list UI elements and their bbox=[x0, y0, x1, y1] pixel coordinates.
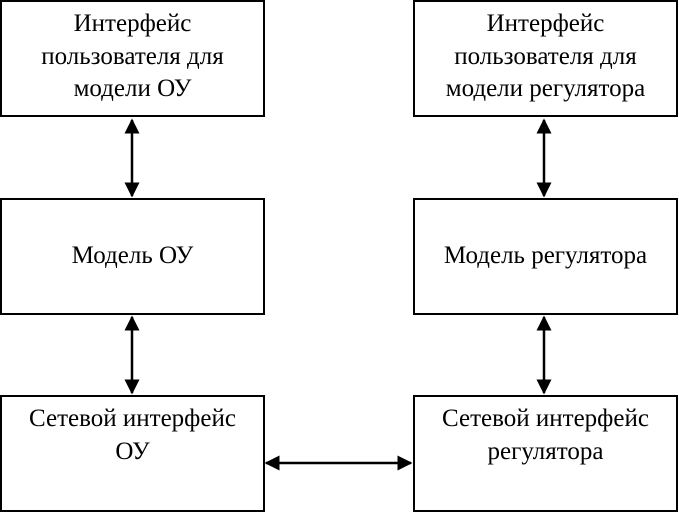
plant-ui-box: Интерфейс пользователя для модели ОУ bbox=[0, 0, 265, 117]
controller-net-box: Сетевой интерфейс регулятора bbox=[413, 395, 678, 512]
plant-model-box: Модель ОУ bbox=[0, 198, 265, 315]
controller-ui-box: Интерфейс пользователя для модели регуля… bbox=[413, 0, 678, 117]
plant-ui-label: Интерфейс пользователя для модели ОУ bbox=[41, 10, 224, 102]
plant-net-label: Сетевой интерфейс ОУ bbox=[29, 405, 236, 465]
plant-model-label: Модель ОУ bbox=[71, 242, 194, 270]
controller-model-label: Модель регулятора bbox=[443, 242, 648, 270]
plant-net-box: Сетевой интерфейс ОУ bbox=[0, 395, 265, 512]
controller-ui-label: Интерфейс пользователя для модели регуля… bbox=[445, 10, 646, 102]
controller-net-label: Сетевой интерфейс регулятора bbox=[442, 405, 649, 465]
controller-model-box: Модель регулятора bbox=[413, 198, 678, 315]
